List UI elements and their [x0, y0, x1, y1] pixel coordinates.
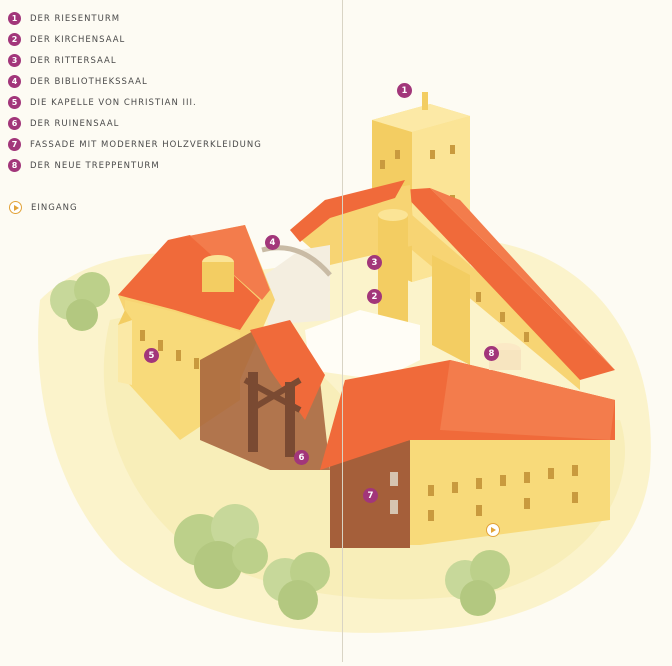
legend-badge: 7 [8, 138, 21, 151]
legend-label: DER RITTERSAAL [30, 55, 117, 66]
page-fold [342, 0, 343, 662]
legend-label: DER KIRCHENSAAL [30, 34, 126, 45]
entrance-marker [486, 523, 500, 537]
marker-7: 7 [363, 488, 378, 503]
tree-bottom-left [174, 504, 268, 589]
marker-3: 3 [367, 255, 382, 270]
marker-8: 8 [484, 346, 499, 361]
legend-label: DER BIBLIOTHEKSSAAL [30, 76, 148, 87]
marker-6: 6 [294, 450, 309, 465]
legend-item: 4 DER BIBLIOTHEKSSAAL [8, 71, 262, 92]
legend-label: FASSADE MIT MODERNER HOLZVERKLEIDUNG [30, 139, 262, 150]
marker-4: 4 [265, 235, 280, 250]
legend-badge: 1 [8, 12, 21, 25]
entrance-icon [9, 201, 22, 214]
legend-badge: 6 [8, 117, 21, 130]
legend-label: DER NEUE TREPPENTURM [30, 160, 160, 171]
play-icon [491, 527, 496, 533]
legend: 1 DER RIESENTURM 2 DER KIRCHENSAAL 3 DER… [8, 8, 262, 176]
marker-1: 1 [397, 83, 412, 98]
legend-badge: 4 [8, 75, 21, 88]
legend-entrance: EINGANG [9, 197, 78, 218]
entrance-label: EINGANG [31, 202, 78, 213]
legend-item: 1 DER RIESENTURM [8, 8, 262, 29]
wing-right [400, 188, 615, 390]
legend-label: DIE KAPELLE VON CHRISTIAN III. [30, 97, 197, 108]
legend-badge: 8 [8, 159, 21, 172]
legend-item: 7 FASSADE MIT MODERNER HOLZVERKLEIDUNG [8, 134, 262, 155]
legend-item: 5 DIE KAPELLE VON CHRISTIAN III. [8, 92, 262, 113]
legend-badge: 3 [8, 54, 21, 67]
tree-bottom-right [445, 550, 510, 616]
marker-5: 5 [144, 348, 159, 363]
legend-item: 6 DER RUINENSAAL [8, 113, 262, 134]
marker-2: 2 [367, 289, 382, 304]
legend-item: 2 DER KIRCHENSAAL [8, 29, 262, 50]
legend-label: DER RUINENSAAL [30, 118, 120, 129]
wing-front [320, 360, 615, 548]
courtyard [305, 310, 420, 380]
legend-item: 8 DER NEUE TREPPENTURM [8, 155, 262, 176]
legend-badge: 2 [8, 33, 21, 46]
tree-top-left [50, 272, 110, 331]
legend-item: 3 DER RITTERSAAL [8, 50, 262, 71]
legend-label: DER RIESENTURM [30, 13, 121, 24]
legend-badge: 5 [8, 96, 21, 109]
tree-bottom-middle [263, 552, 330, 620]
turret-rittersaal [378, 209, 408, 325]
ruinensaal [200, 320, 330, 470]
